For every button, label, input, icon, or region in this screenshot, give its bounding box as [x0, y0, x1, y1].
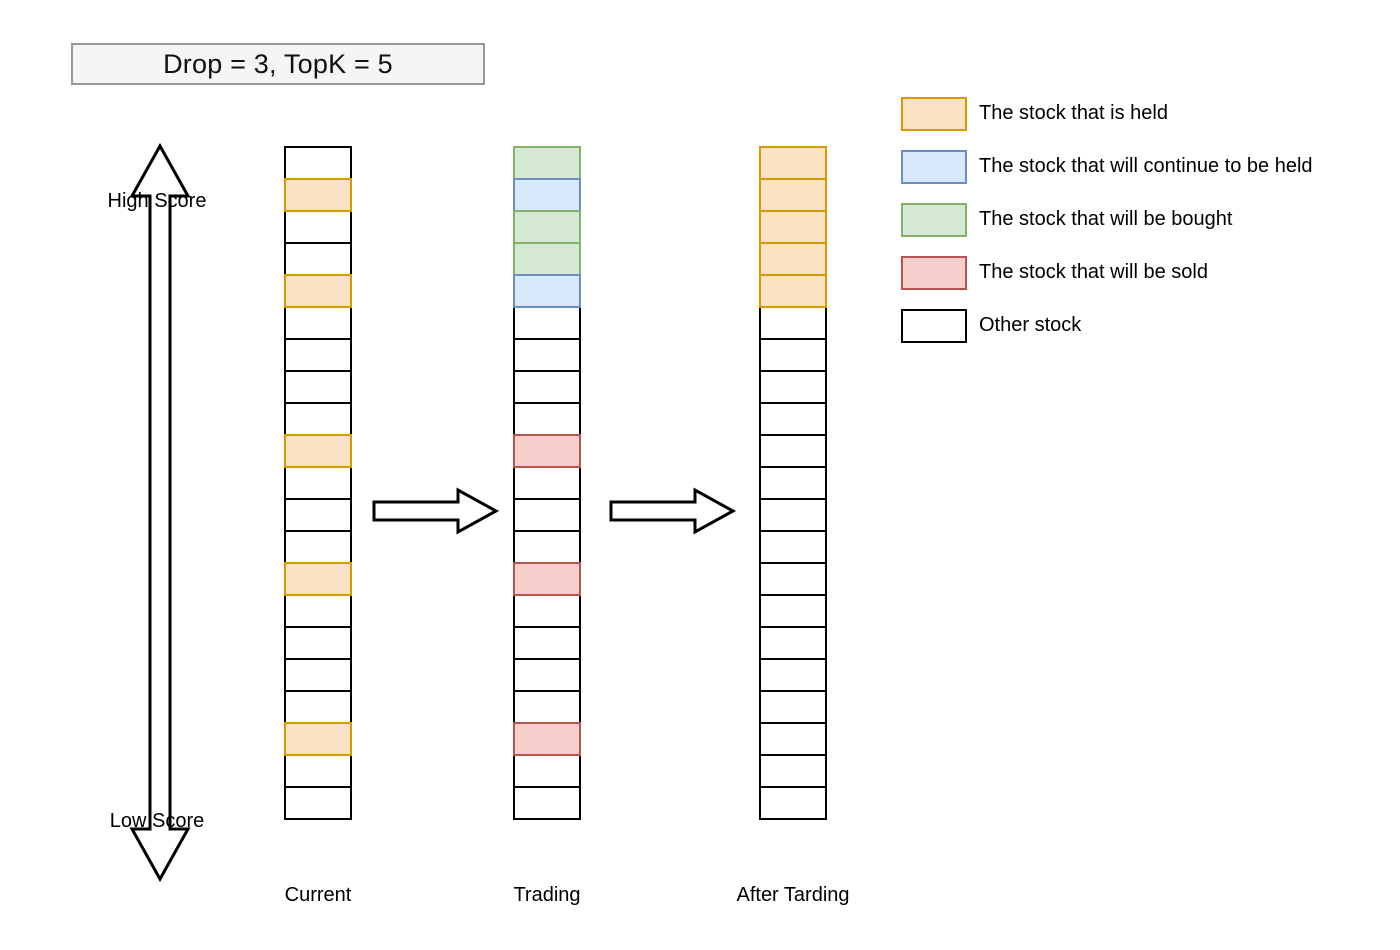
stock-cell-current-8 [284, 402, 352, 436]
stock-cell-after-19 [759, 754, 827, 788]
legend-item-other: Other stock [901, 299, 1371, 352]
axis-label-low-score: Low Score [109, 810, 205, 832]
stock-cell-current-4 [284, 274, 352, 308]
stock-cell-current-5 [284, 306, 352, 340]
stock-cell-trading-12 [513, 530, 581, 564]
legend-item-held: The stock that is held [901, 87, 1371, 140]
stock-cell-current-13 [284, 562, 352, 596]
stock-cell-trading-13 [513, 562, 581, 596]
stock-cell-current-12 [284, 530, 352, 564]
stock-cell-trading-19 [513, 754, 581, 788]
stock-cell-after-9 [759, 434, 827, 468]
score-axis [110, 140, 210, 885]
stock-cell-current-19 [284, 754, 352, 788]
double-headed-vertical-arrow-icon [129, 142, 191, 883]
legend-item-sell: The stock that will be sold [901, 246, 1371, 299]
stock-cell-trading-4 [513, 274, 581, 308]
axis-label-high-score: High Score [107, 190, 207, 212]
column-trading [513, 146, 581, 820]
stock-cell-after-4 [759, 274, 827, 308]
stock-cell-current-11 [284, 498, 352, 532]
stock-cell-trading-0 [513, 146, 581, 180]
stock-cell-current-1 [284, 178, 352, 212]
stock-cell-current-18 [284, 722, 352, 756]
stock-cell-trading-8 [513, 402, 581, 436]
parameter-title-box: Drop = 3, TopK = 5 [71, 43, 485, 85]
legend-label-sell: The stock that will be sold [979, 261, 1208, 283]
stock-cell-after-20 [759, 786, 827, 820]
stock-cell-after-3 [759, 242, 827, 276]
stock-cell-current-2 [284, 210, 352, 244]
stock-cell-trading-1 [513, 178, 581, 212]
legend-label-held: The stock that is held [979, 102, 1168, 124]
stock-cell-trading-6 [513, 338, 581, 372]
stock-cell-after-12 [759, 530, 827, 564]
column-current [284, 146, 352, 820]
column-label-trading: Trading [513, 884, 581, 906]
stock-cell-after-1 [759, 178, 827, 212]
legend-swatch-sell [901, 255, 967, 290]
stock-cell-trading-11 [513, 498, 581, 532]
stock-cell-after-2 [759, 210, 827, 244]
stock-cell-after-10 [759, 466, 827, 500]
stock-cell-after-6 [759, 338, 827, 372]
stock-cell-trading-15 [513, 626, 581, 660]
stock-cell-current-17 [284, 690, 352, 724]
stock-cell-after-13 [759, 562, 827, 596]
stock-cell-current-15 [284, 626, 352, 660]
stock-cell-after-5 [759, 306, 827, 340]
stock-cell-trading-17 [513, 690, 581, 724]
stock-cell-after-17 [759, 690, 827, 724]
stock-cell-current-16 [284, 658, 352, 692]
stock-cell-after-7 [759, 370, 827, 404]
flow-arrow-current-to-trading [370, 486, 500, 536]
stock-cell-after-14 [759, 594, 827, 628]
stock-cell-trading-14 [513, 594, 581, 628]
stock-cell-trading-9 [513, 434, 581, 468]
legend-label-other: Other stock [979, 314, 1082, 336]
stock-cell-current-14 [284, 594, 352, 628]
stock-cell-trading-18 [513, 722, 581, 756]
stock-cell-current-10 [284, 466, 352, 500]
legend-swatch-other [901, 308, 967, 343]
legend-swatch-buy [901, 202, 967, 237]
stock-cell-trading-7 [513, 370, 581, 404]
flow-arrow-trading-to-after [607, 486, 737, 536]
parameter-title-text: Drop = 3, TopK = 5 [163, 48, 393, 79]
stock-cell-trading-3 [513, 242, 581, 276]
stock-cell-after-18 [759, 722, 827, 756]
stock-cell-after-0 [759, 146, 827, 180]
column-label-current: Current [284, 884, 352, 906]
stock-cell-after-8 [759, 402, 827, 436]
column-after-trading [759, 146, 827, 820]
legend-label-buy: The stock that will be bought [979, 208, 1233, 230]
legend-swatch-keep [901, 149, 967, 184]
stock-cell-current-7 [284, 370, 352, 404]
stock-cell-trading-16 [513, 658, 581, 692]
stock-cell-trading-5 [513, 306, 581, 340]
column-label-after-trading: After Tarding [736, 884, 850, 906]
legend-item-buy: The stock that will be bought [901, 193, 1371, 246]
stock-cell-trading-20 [513, 786, 581, 820]
stock-cell-after-11 [759, 498, 827, 532]
stock-cell-current-9 [284, 434, 352, 468]
right-arrow-icon [372, 487, 500, 535]
legend-label-keep: The stock that will continue to be held [979, 155, 1313, 177]
stock-cell-current-3 [284, 242, 352, 276]
stock-cell-after-16 [759, 658, 827, 692]
stock-cell-after-15 [759, 626, 827, 660]
stock-cell-trading-10 [513, 466, 581, 500]
stock-cell-current-0 [284, 146, 352, 180]
legend-swatch-held [901, 96, 967, 131]
stock-cell-trading-2 [513, 210, 581, 244]
right-arrow-icon [609, 487, 737, 535]
stock-cell-current-20 [284, 786, 352, 820]
stock-cell-current-6 [284, 338, 352, 372]
legend-item-keep: The stock that will continue to be held [901, 140, 1371, 193]
